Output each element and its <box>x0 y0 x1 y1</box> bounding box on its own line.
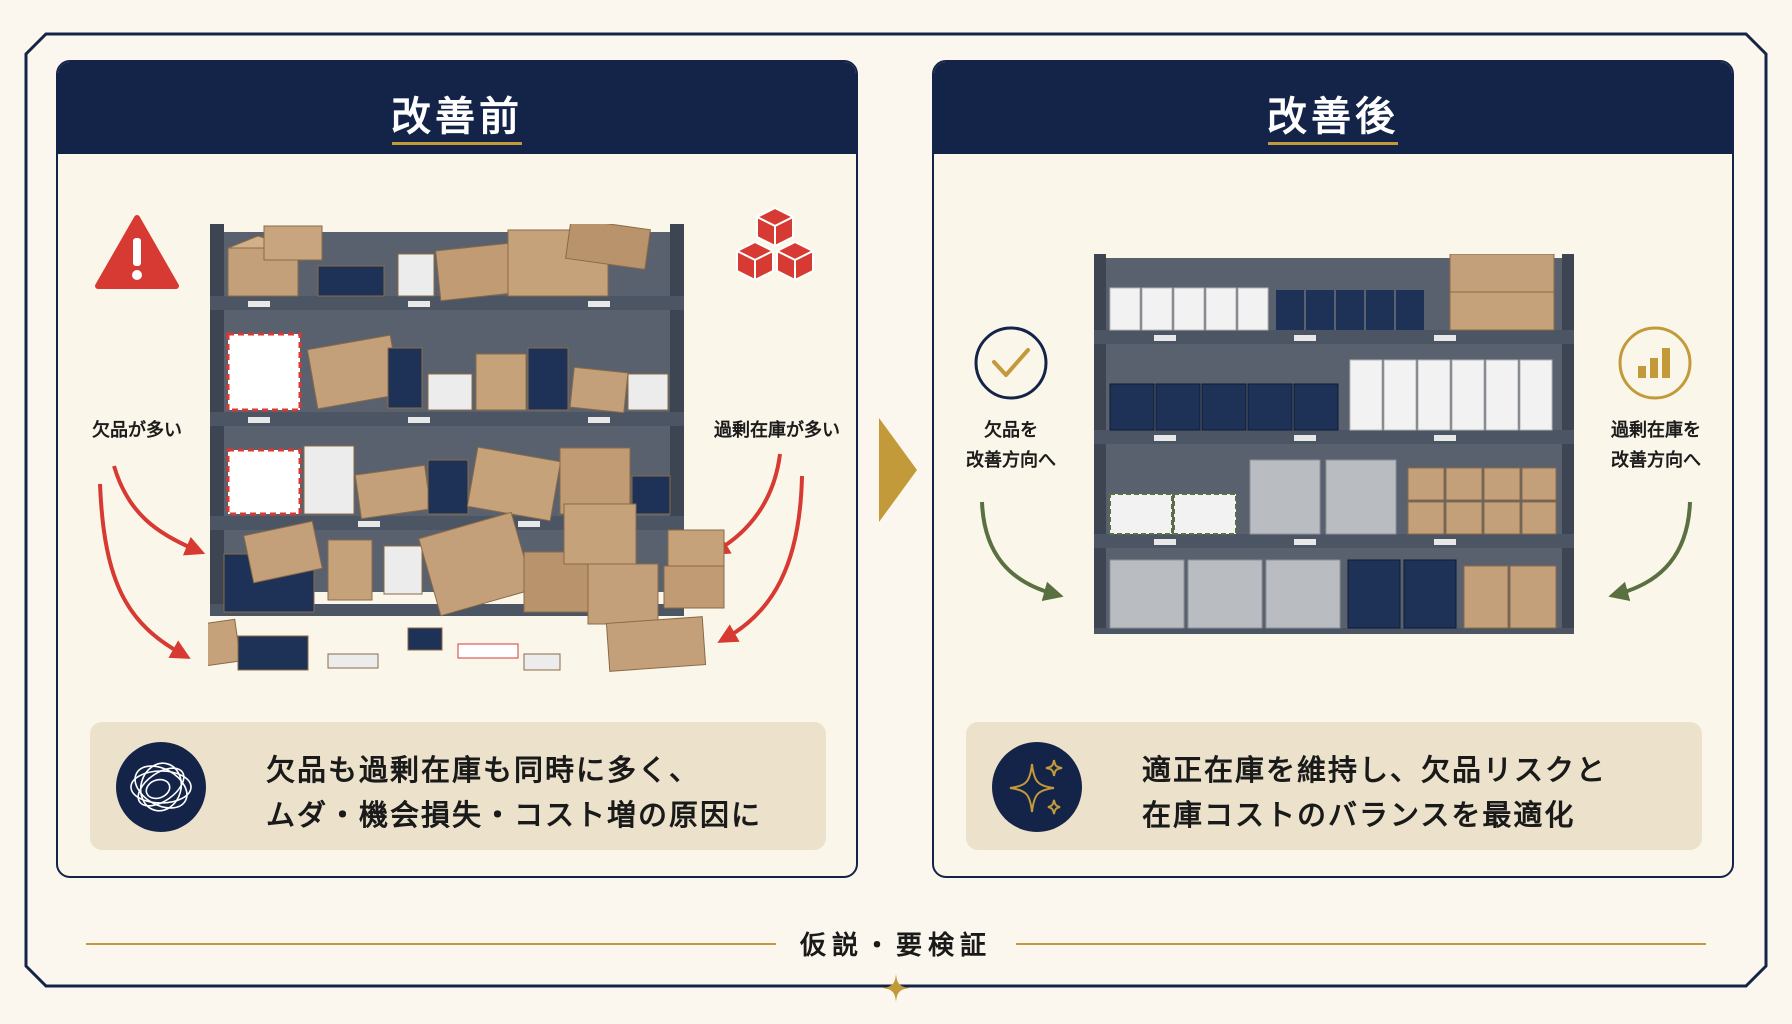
stacked-boxes-icon <box>736 207 814 281</box>
transition-arrow-icon <box>879 418 917 522</box>
before-caption-box: 欠品も過剰在庫も同時に多く、 ムダ・機会損失・コスト増の原因に <box>90 722 826 850</box>
footer-star-icon <box>882 974 910 1002</box>
after-left-label: 欠品を 改善方向へ <box>966 420 1056 471</box>
outer-frame <box>24 32 1768 988</box>
footer-line-left <box>86 943 776 945</box>
footer-line-right <box>1016 943 1706 945</box>
sparkle-icon <box>992 742 1082 832</box>
organized-shelf <box>1094 254 1574 634</box>
warning-icon <box>95 215 179 289</box>
after-title-underline <box>1268 142 1398 145</box>
before-title-underline <box>392 142 522 145</box>
messy-shelf <box>208 224 725 672</box>
check-circle-icon <box>974 326 1048 400</box>
after-right-label: 過剰在庫を 改善方向へ <box>1611 420 1701 471</box>
bar-chart-circle-icon <box>1618 326 1692 400</box>
after-caption: 適正在庫を維持し、欠品リスクと 在庫コストのバランスを最適化 <box>1142 753 1608 832</box>
after-arrows <box>980 501 1692 602</box>
after-panel: 改善後 欠品を 改善方向へ 過剰在庫を 改善方向へ <box>932 60 1734 878</box>
before-title: 改善前 <box>391 94 523 140</box>
before-caption: 欠品も過剰在庫も同時に多く、 ムダ・機会損失・コスト増の原因に <box>266 753 763 832</box>
before-arrows <box>98 453 804 659</box>
tangled-lines-icon <box>116 742 206 832</box>
after-caption-box: 適正在庫を維持し、欠品リスクと 在庫コストのバランスを最適化 <box>966 722 1702 850</box>
before-scene: 欠品が多い 過剰在庫が多い <box>58 154 856 714</box>
after-title: 改善後 <box>1267 94 1399 140</box>
before-right-label: 過剰在庫が多い <box>714 420 840 441</box>
footer-note: 仮説・要検証 <box>799 931 992 961</box>
after-header: 改善後 <box>934 62 1732 154</box>
before-header: 改善前 <box>58 62 856 154</box>
before-left-label: 欠品が多い <box>92 420 182 441</box>
before-panel: 改善前 欠品が多い 過剰在庫が多い <box>56 60 858 878</box>
after-scene: 欠品を 改善方向へ 過剰在庫を 改善方向へ <box>934 154 1732 714</box>
